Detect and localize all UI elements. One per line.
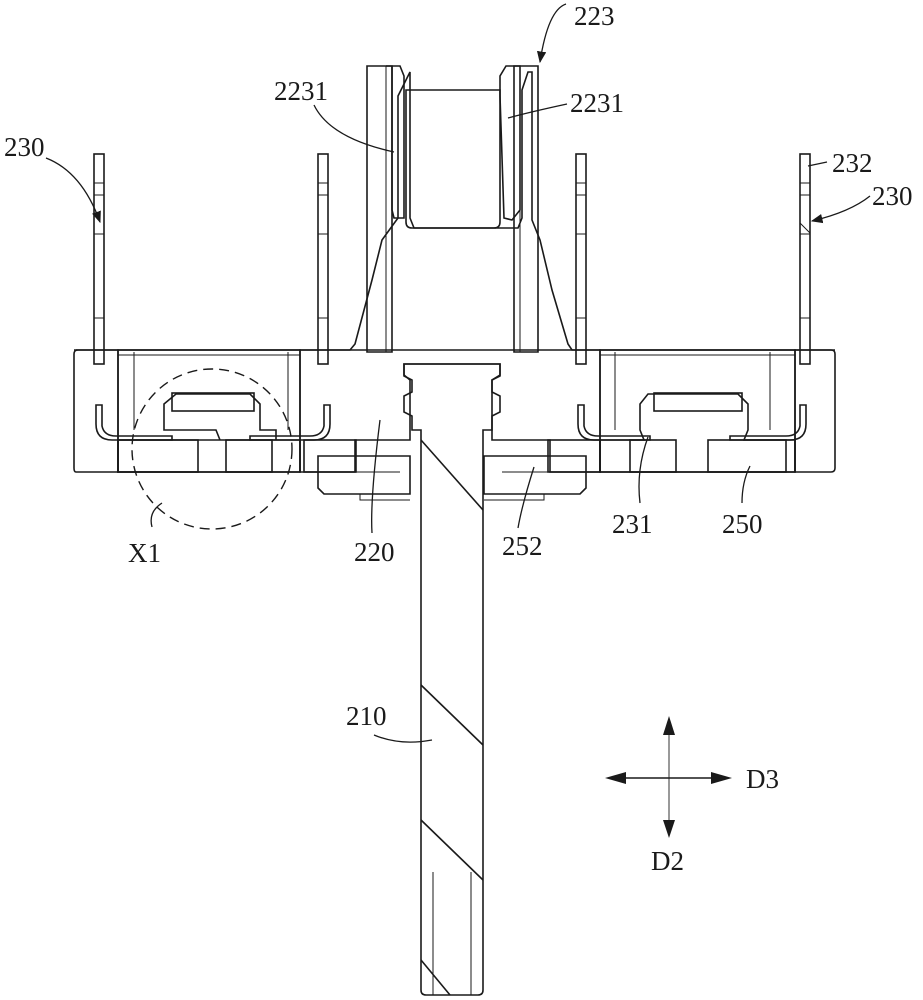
direction-indicator: D3 D2 (605, 716, 779, 876)
arrow-right-icon (711, 772, 732, 784)
label-230-right: 230 (872, 181, 913, 211)
shaft-210 (403, 363, 501, 996)
arrow-up-icon (663, 716, 675, 735)
housing-body (73, 71, 836, 473)
label-x1: X1 (128, 538, 161, 568)
terminal-pins (93, 153, 811, 365)
pin-3 (575, 153, 587, 365)
left-cavity (95, 349, 357, 473)
label-223: 223 (574, 1, 615, 31)
right-cavity (547, 349, 807, 473)
label-210: 210 (346, 701, 387, 731)
label-250: 250 (722, 509, 763, 539)
label-d2: D2 (651, 846, 684, 876)
label-220: 220 (354, 537, 395, 567)
label-252: 252 (502, 531, 543, 561)
pin-4 (799, 153, 811, 365)
ring-252 (317, 455, 587, 501)
detail-circle-x1 (131, 368, 293, 530)
fork-223 (366, 65, 539, 353)
label-2231-right: 2231 (570, 88, 624, 118)
pin-2 (317, 153, 329, 365)
leader-lines (45, 3, 871, 743)
label-230-left: 230 (4, 132, 45, 162)
arrow-left-icon (605, 772, 626, 784)
arrow-down-icon (663, 820, 675, 838)
label-232: 232 (832, 148, 873, 178)
pin-1 (93, 153, 105, 365)
label-d3: D3 (746, 764, 779, 794)
label-231: 231 (612, 509, 653, 539)
label-2231-left: 2231 (274, 76, 328, 106)
